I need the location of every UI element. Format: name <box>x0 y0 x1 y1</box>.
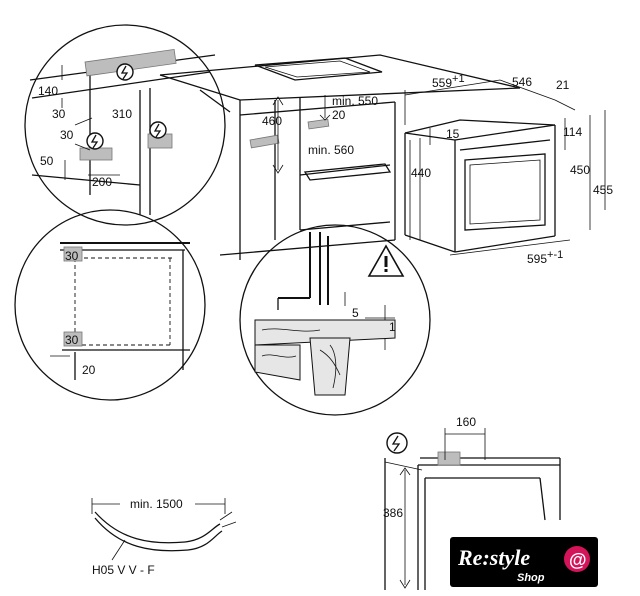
power-socket-icon <box>149 121 167 139</box>
dim-455: 455 <box>593 183 613 197</box>
detail-circle-left <box>14 209 206 401</box>
logo-brand-text: Re:style <box>457 545 530 570</box>
warning-triangle-icon <box>367 244 405 277</box>
svg-text:@: @ <box>569 550 587 570</box>
dim-160: 160 <box>456 415 476 429</box>
dim-30-lower: 30 <box>60 128 74 142</box>
dim-310: 310 <box>112 107 132 121</box>
dim-460: 460 <box>262 114 282 128</box>
dim-50: 50 <box>40 154 54 168</box>
side-view-drawing <box>384 428 561 590</box>
power-socket-icon <box>116 63 134 81</box>
dim-595: 595+-1 <box>527 249 563 266</box>
dim-20-cabinet: 20 <box>332 108 346 122</box>
dim-20-corner: 20 <box>82 363 96 377</box>
logo-sub-text: Shop <box>517 572 545 584</box>
dim-30-upper: 30 <box>52 107 66 121</box>
power-socket-icon <box>86 132 104 150</box>
dim-546: 546 <box>512 75 532 89</box>
dim-5: 5 <box>352 306 359 320</box>
dim-21: 21 <box>556 78 570 92</box>
cable-drawing <box>91 498 237 561</box>
dim-450: 450 <box>570 163 590 177</box>
oven-drawing <box>404 79 606 256</box>
dim-200: 200 <box>92 175 112 189</box>
dim-440: 440 <box>411 166 431 180</box>
restyle-shop-logo: Re:style Shop @ <box>450 537 598 587</box>
dim-30-bottom-corner: 30 <box>65 333 79 347</box>
power-socket-icon <box>386 432 408 454</box>
cable-type-label: H05 V V - F <box>92 563 155 577</box>
dim-min-560: min. 560 <box>308 143 354 157</box>
dim-114: 114 <box>563 125 582 139</box>
dim-30-top-corner: 30 <box>65 249 79 263</box>
dim-min-550: min. 550 <box>332 94 378 108</box>
dim-559: 559+1 <box>432 73 465 90</box>
dim-15: 15 <box>446 127 460 141</box>
detail-circle-middle <box>239 224 431 416</box>
cart-icon <box>564 546 590 572</box>
dim-min-1500: min. 1500 <box>130 497 183 511</box>
dim-1: 1 <box>389 320 396 334</box>
dim-140: 140 <box>38 84 58 98</box>
detail-circle-top-left <box>24 24 226 226</box>
dim-386: 386 <box>383 506 403 520</box>
